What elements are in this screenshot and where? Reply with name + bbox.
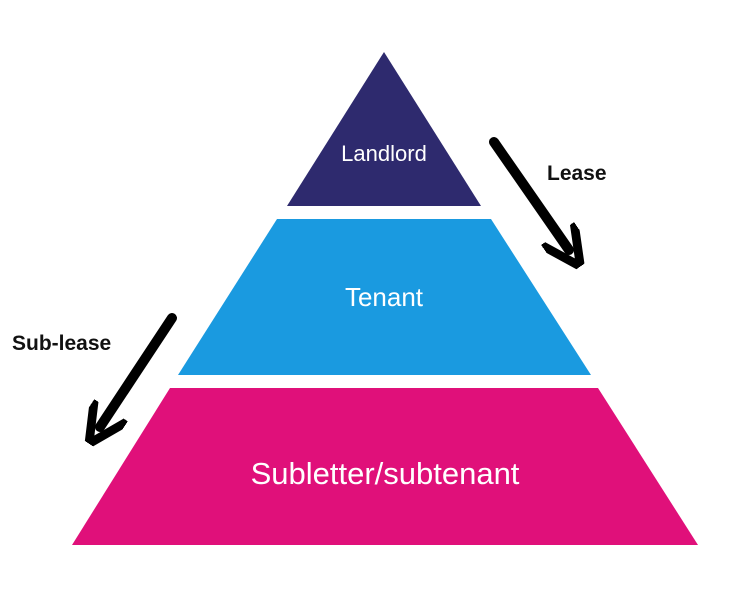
lease-label: Lease <box>547 162 607 185</box>
tier-landlord-label: Landlord <box>341 141 427 166</box>
tier-tenant-label: Tenant <box>345 282 424 312</box>
tier-subletter-label: Subletter/subtenant <box>251 456 520 491</box>
tier-subletter <box>72 388 698 545</box>
tier-landlord <box>287 52 481 206</box>
lease-arrow <box>489 137 569 250</box>
sub-lease-arrow <box>100 313 177 427</box>
tier-tenant <box>178 219 591 375</box>
sub-lease-label: Sub-lease <box>12 332 111 355</box>
